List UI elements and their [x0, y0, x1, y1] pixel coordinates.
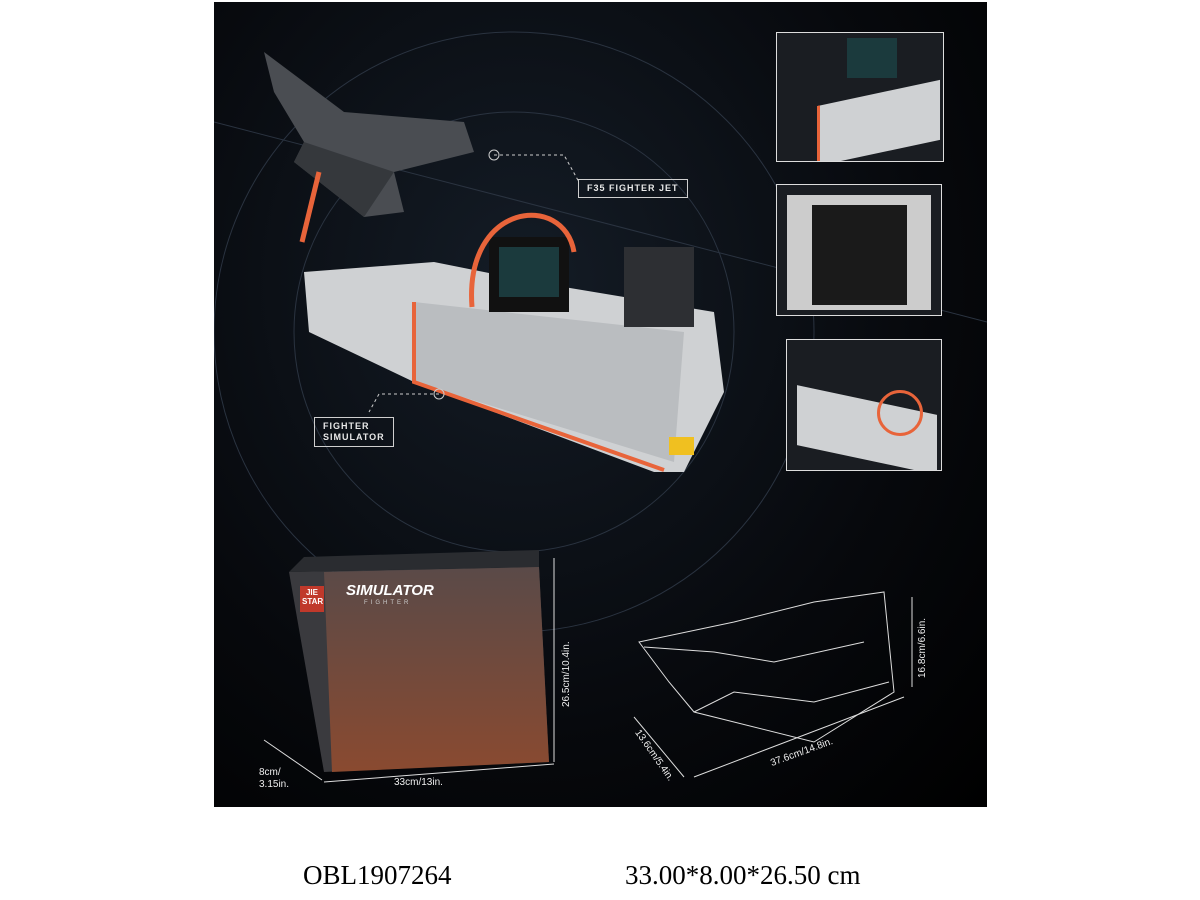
- product-image-panel: F35 FIGHTER JET FIGHTER SIMULATOR JIE ST…: [214, 2, 987, 807]
- fighter-simulator: [304, 212, 724, 472]
- detail-thumb-1: [776, 32, 944, 162]
- dimension-line: 3.15in.: [259, 779, 290, 790]
- detail-thumb-3: [786, 339, 942, 471]
- f35-jet: [264, 52, 474, 243]
- brand-line: STAR: [302, 597, 324, 606]
- model-height-dimension: 16.8cm/6.6in.: [917, 617, 928, 678]
- label-line: FIGHTER: [323, 421, 370, 431]
- label-fighter-simulator: FIGHTER SIMULATOR: [314, 417, 394, 447]
- box-width-dimension: 33cm/13in.: [394, 777, 443, 788]
- brand-line: JIE: [305, 588, 318, 597]
- label-f35-fighter-jet: F35 FIGHTER JET: [578, 179, 688, 198]
- dimension-line: 8cm/: [259, 767, 281, 778]
- product-size: 33.00*8.00*26.50 cm: [625, 860, 861, 890]
- box-title: SIMULATOR: [346, 582, 434, 599]
- wireframe-model: [638, 591, 895, 743]
- product-code: OBL1907264: [303, 860, 452, 890]
- model-illustration: [214, 31, 987, 783]
- box-brand-logo: JIE STAR: [302, 588, 324, 606]
- detail-thumb-2: [776, 184, 942, 316]
- box-depth-dimension: 8cm/ 3.15in.: [259, 767, 289, 791]
- product-box: [289, 550, 549, 772]
- label-line: SIMULATOR: [323, 432, 385, 442]
- box-height-dimension: 26.5cm/10.4in.: [561, 641, 572, 707]
- box-subtitle: FIGHTER: [364, 600, 412, 606]
